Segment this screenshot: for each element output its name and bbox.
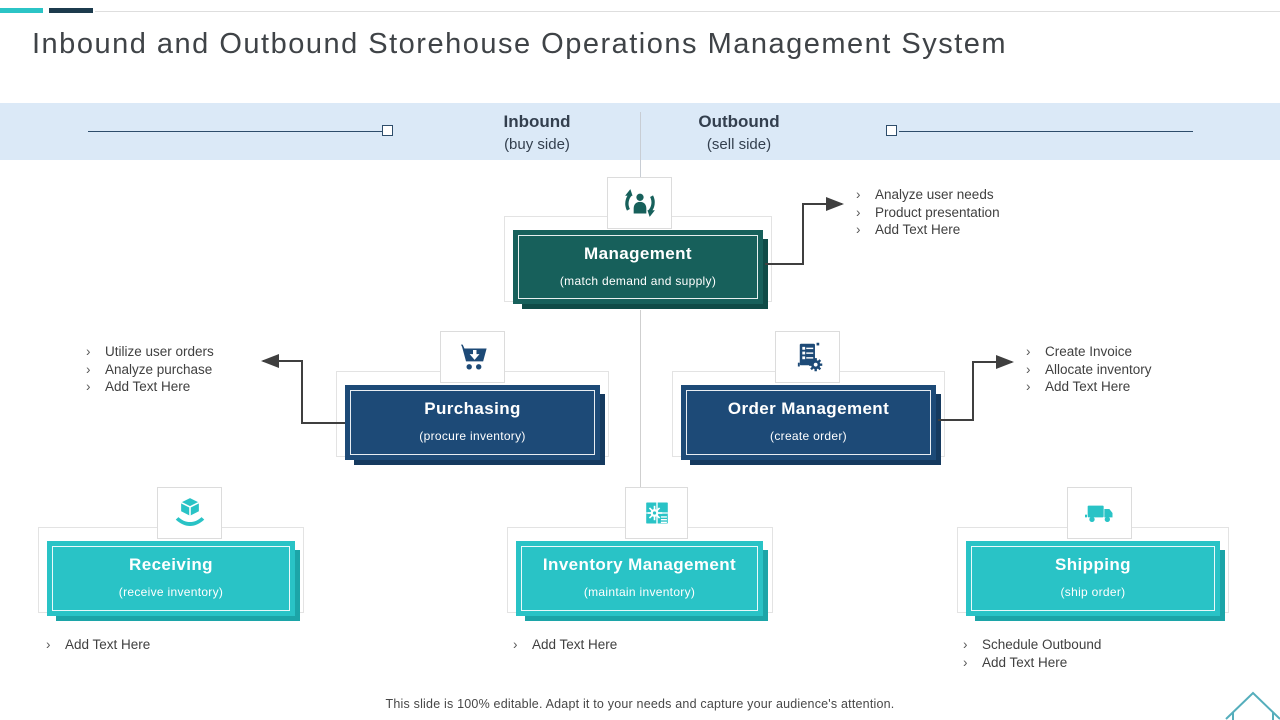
inventory-icon-tile[interactable] xyxy=(625,487,688,539)
list-item: › Analyze user needs xyxy=(856,186,1086,204)
list-item: › Product presentation xyxy=(856,204,1086,222)
order-management-bullets: › Create Invoice › Allocate inventory › Add… xyxy=(1026,343,1246,396)
outbound-label: Outbound xyxy=(698,112,780,131)
timeline-line-right xyxy=(899,131,1193,132)
purchasing-icon-tile[interactable] xyxy=(440,331,505,383)
outbound-header: Outbound (sell side) xyxy=(669,110,809,156)
inventory-subtitle: (maintain inventory) xyxy=(583,585,696,599)
shipping-icon-tile[interactable] xyxy=(1067,487,1132,539)
list-item: › Add Text Here xyxy=(46,636,266,654)
bullet-text: Add Text Here xyxy=(105,379,191,394)
management-bullets: › Analyze user needs › Product presentatio… xyxy=(856,186,1086,239)
shipping-title: Shipping xyxy=(1055,555,1131,574)
management-icon-tile[interactable] xyxy=(607,177,672,229)
arrow-order-right xyxy=(938,355,1014,421)
truck-icon xyxy=(1080,493,1120,533)
bullet-text: Add Text Here xyxy=(65,637,151,652)
inventory-box[interactable]: Inventory Management (maintain inventory… xyxy=(516,541,763,616)
footer-note: This slide is 100% editable. Adapt it to… xyxy=(385,697,895,711)
home-icon[interactable] xyxy=(1222,690,1280,720)
order-management-title: Order Management xyxy=(727,399,890,418)
management-box[interactable]: Management (match demand and supply) xyxy=(513,230,763,304)
center-connector-line xyxy=(640,310,641,487)
bullet-chevron: › xyxy=(963,637,968,652)
bullet-text: Add Text Here xyxy=(1045,379,1131,394)
accent-bar-teal xyxy=(0,8,43,13)
receiving-icon-tile[interactable] xyxy=(157,487,222,539)
bullet-text: Add Text Here xyxy=(982,654,1068,670)
top-divider-line xyxy=(95,11,1280,12)
inventory-title: Inventory Management xyxy=(542,555,737,574)
order-management-box[interactable]: Order Management (create order) xyxy=(681,385,936,460)
inbound-header: Inbound (buy side) xyxy=(467,110,607,156)
list-item: › Create Invoice xyxy=(1026,343,1246,361)
receiving-box[interactable]: Receiving (receive inventory) xyxy=(47,541,295,616)
purchasing-title: Purchasing xyxy=(424,399,521,418)
bullet-chevron: › xyxy=(856,187,861,202)
inventory-bullets: › Add Text Here xyxy=(513,636,733,654)
order-list-gear-icon xyxy=(789,338,827,376)
bullet-chevron: › xyxy=(1026,361,1031,377)
bullet-text: Product presentation xyxy=(875,204,1000,220)
list-item: › Add Text Here xyxy=(1026,378,1246,396)
list-item: › Add Text Here xyxy=(86,378,306,396)
bullet-text: Utilize user orders xyxy=(105,344,214,359)
bullet-text: Analyze purchase xyxy=(105,361,213,377)
timeline-marker-right xyxy=(886,125,897,136)
bullet-chevron: › xyxy=(46,637,51,652)
timeline-marker-left xyxy=(382,125,393,136)
management-title: Management xyxy=(584,244,692,263)
arrow-management-right xyxy=(765,197,844,265)
person-cycle-icon xyxy=(621,184,659,222)
list-item: › Utilize user orders xyxy=(86,343,306,361)
timeline-line-left xyxy=(88,131,382,132)
bullet-chevron: › xyxy=(86,361,91,377)
shipping-subtitle: (ship order) xyxy=(1060,585,1126,599)
bullet-chevron: › xyxy=(856,222,861,237)
hand-box-icon xyxy=(171,494,209,532)
receiving-title: Receiving xyxy=(129,555,213,574)
list-item: › Analyze purchase xyxy=(86,361,306,379)
bullet-chevron: › xyxy=(856,204,861,220)
order-management-subtitle: (create order) xyxy=(770,429,847,443)
receiving-bullets: › Add Text Here xyxy=(46,636,266,654)
list-item: › Allocate inventory xyxy=(1026,361,1246,379)
bullet-chevron: › xyxy=(963,654,968,670)
bullet-chevron: › xyxy=(513,637,518,652)
purchasing-box[interactable]: Purchasing (procure inventory) xyxy=(345,385,600,460)
inbound-label: Inbound xyxy=(503,112,571,131)
list-item: › Add Text Here xyxy=(856,221,1086,239)
purchasing-bullets: › Utilize user orders › Analyze purchase ›… xyxy=(86,343,306,396)
shipping-bullets: › Schedule Outbound › Add Text Here xyxy=(963,636,1193,671)
list-item: › Schedule Outbound xyxy=(963,636,1193,654)
bullet-text: Add Text Here xyxy=(875,222,961,237)
bullet-chevron: › xyxy=(86,379,91,394)
bullet-text: Add Text Here xyxy=(532,637,618,652)
list-item: › Add Text Here xyxy=(963,654,1193,672)
management-subtitle: (match demand and supply) xyxy=(559,274,717,288)
bullet-text: Allocate inventory xyxy=(1045,361,1152,377)
purchasing-subtitle: (procure inventory) xyxy=(419,429,526,443)
accent-bar-navy xyxy=(49,8,93,13)
bullet-text: Create Invoice xyxy=(1045,344,1133,359)
receiving-subtitle: (receive inventory) xyxy=(118,585,224,599)
inbound-sublabel: (buy side) xyxy=(504,136,570,153)
bullet-chevron: › xyxy=(86,344,91,359)
bullet-text: Analyze user needs xyxy=(875,187,994,202)
page-title: Inbound and Outbound Storehouse Operatio… xyxy=(32,28,1008,60)
bullet-chevron: › xyxy=(1026,379,1031,394)
list-item: › Add Text Here xyxy=(513,636,733,654)
center-divider-line xyxy=(640,112,641,177)
shipping-box[interactable]: Shipping (ship order) xyxy=(966,541,1220,616)
outbound-sublabel: (sell side) xyxy=(706,136,772,153)
order-management-icon-tile[interactable] xyxy=(775,331,840,383)
bullet-text: Schedule Outbound xyxy=(982,637,1102,652)
cart-download-icon xyxy=(454,338,492,376)
box-gear-icon xyxy=(639,495,675,531)
bullet-chevron: › xyxy=(1026,344,1031,359)
